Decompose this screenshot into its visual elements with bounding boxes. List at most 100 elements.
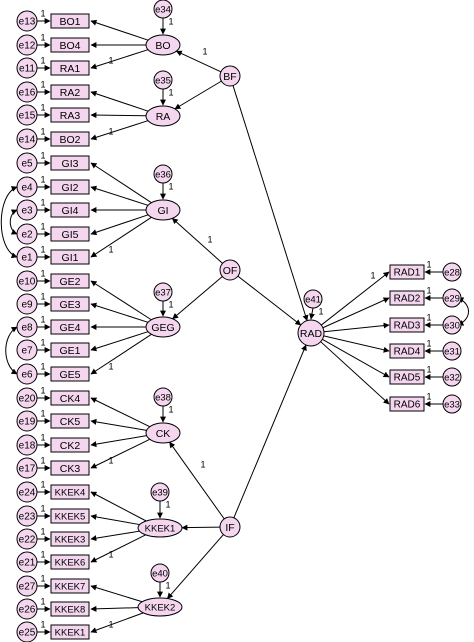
path-coefficient-label: 1 xyxy=(40,526,45,536)
observed-variable-box xyxy=(50,554,90,570)
observed-variable-box xyxy=(50,484,90,500)
observed-variable-box xyxy=(50,226,90,242)
observed-variable-box xyxy=(50,202,90,218)
loading-arrow xyxy=(90,397,150,428)
observed-variable-box xyxy=(50,460,90,476)
observed-variable-label: RAD6 xyxy=(394,400,421,411)
path-coefficient-label: 1 xyxy=(168,16,173,26)
error-node-label: e4 xyxy=(21,183,33,194)
error-node-label: e15 xyxy=(19,111,36,122)
error-node xyxy=(16,293,38,315)
path-coefficient-label: 1 xyxy=(40,337,45,347)
error-node-label: e20 xyxy=(19,394,36,405)
error-node xyxy=(16,316,38,338)
path-coefficient-label: 1 xyxy=(40,55,45,65)
latent-variable-label: BF xyxy=(223,71,236,83)
path-coefficient-label: 1 xyxy=(426,338,431,348)
error-node xyxy=(16,434,38,456)
error-node xyxy=(16,551,38,573)
error-node xyxy=(442,341,462,361)
error-node xyxy=(16,598,38,620)
disturbance-node-label: e37 xyxy=(155,288,171,299)
error-node-label: e18 xyxy=(19,441,36,452)
structural-arrow xyxy=(167,534,224,599)
loading-arrow xyxy=(90,435,147,448)
observed-variable-box xyxy=(50,531,90,547)
observed-variable-box xyxy=(50,131,90,147)
disturbance-node-label: e40 xyxy=(152,569,168,580)
disturbance-node-label: e38 xyxy=(155,393,171,404)
error-node-label: e13 xyxy=(19,17,36,28)
error-node-label: e12 xyxy=(19,41,36,52)
rad-loading-arrow xyxy=(322,338,390,378)
observed-variable-box xyxy=(50,179,90,195)
observed-variable-box xyxy=(50,624,90,640)
observed-variable-label: RAD3 xyxy=(394,321,421,332)
observed-variable-label: GI1 xyxy=(62,252,79,264)
latent-variable xyxy=(145,199,181,221)
error-node-label: e10 xyxy=(19,277,36,288)
observed-variable-label: KKEK4 xyxy=(55,488,86,499)
observed-variable-box xyxy=(50,37,90,53)
loading-arrow xyxy=(90,584,143,603)
observed-variable-label: GI4 xyxy=(62,205,79,217)
path-coefficient-label: 1 xyxy=(426,285,431,295)
latent-variable xyxy=(219,65,241,87)
error-node xyxy=(16,34,38,56)
observed-variable-label: CK4 xyxy=(60,393,81,405)
error-node xyxy=(16,481,38,503)
path-coefficient-label: 1 xyxy=(40,361,45,371)
path-coefficient-label: 1 xyxy=(40,32,45,42)
path-coefficient-label: 1 xyxy=(40,8,45,18)
loading-arrow xyxy=(90,280,152,321)
latent-variable-label: GEG xyxy=(151,322,174,334)
error-node-label: e6 xyxy=(21,370,33,381)
latent-variable-label: KKEK2 xyxy=(145,603,176,614)
rad-loading-arrow xyxy=(320,341,390,405)
error-node xyxy=(16,81,38,103)
error-node xyxy=(16,621,38,642)
disturbance-arrow xyxy=(309,307,315,320)
loading-arrow xyxy=(90,90,149,112)
path-coefficient-label: 1 xyxy=(40,432,45,442)
error-node xyxy=(16,387,38,409)
disturbance-node-label: e35 xyxy=(155,76,171,87)
error-node xyxy=(16,528,38,550)
disturbance-node xyxy=(153,70,173,90)
observed-variable-label: CK2 xyxy=(60,440,81,452)
loading-arrow xyxy=(90,418,147,431)
structural-arrow xyxy=(232,85,309,322)
path-coefficient-label: 1 xyxy=(168,299,173,309)
observed-variable-box xyxy=(50,84,90,100)
error-node xyxy=(16,176,38,198)
error-node xyxy=(16,152,38,174)
disturbance-node-label: e39 xyxy=(152,488,168,499)
latent-variable xyxy=(137,597,183,617)
observed-variable-box xyxy=(389,264,425,280)
path-coefficient-label: 1 xyxy=(40,268,45,278)
path-coefficient-label: 1 xyxy=(426,259,431,269)
path-coefficient-label: 1 xyxy=(40,385,45,395)
disturbance-node xyxy=(303,289,323,309)
loading-arrow xyxy=(90,162,152,204)
path-coefficient-label: 1 xyxy=(40,291,45,301)
loading-arrow xyxy=(90,438,150,469)
error-node-label: e17 xyxy=(19,464,36,475)
observed-variable-box xyxy=(50,508,90,524)
observed-variable-label: GE1 xyxy=(59,345,80,357)
error-node xyxy=(16,363,38,385)
observed-variable-label: RA1 xyxy=(60,63,81,75)
error-node-label: e26 xyxy=(19,605,36,616)
observed-variable-box xyxy=(50,249,90,265)
path-coefficient-label: 1 xyxy=(40,596,45,606)
latent-variable-label: BO xyxy=(155,40,170,52)
error-node-label: e28 xyxy=(444,268,460,279)
observed-variable-label: KKEK3 xyxy=(55,535,86,546)
observed-variable-label: BO1 xyxy=(59,16,80,28)
latent-variable-label: IF xyxy=(225,522,234,534)
observed-variable-label: RA2 xyxy=(60,87,81,99)
error-node-label: e33 xyxy=(444,400,460,411)
error-node xyxy=(16,575,38,597)
error-node xyxy=(442,288,462,308)
observed-variable-box xyxy=(50,273,90,289)
